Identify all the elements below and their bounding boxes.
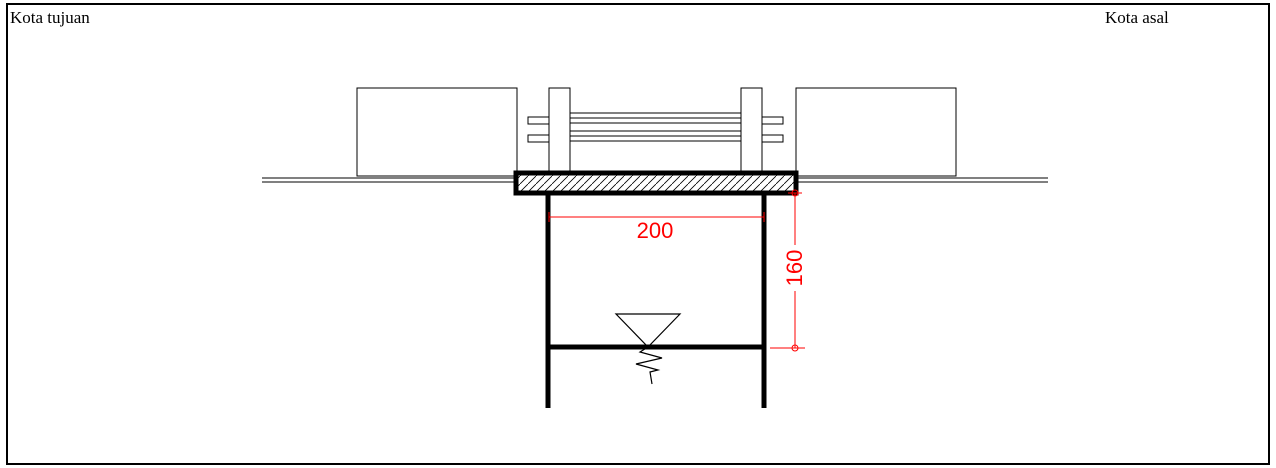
road-surface-left (262, 177, 515, 183)
side-block-right (795, 87, 957, 177)
width-dimension-label: 200 (637, 218, 674, 243)
railing-post-right (740, 87, 763, 173)
culvert-walls (545, 193, 767, 408)
drawing-frame (6, 3, 1270, 465)
railing-post-left (548, 87, 571, 173)
side-block-left (356, 87, 518, 177)
railing-bars (570, 112, 741, 142)
width-dimension-line (548, 212, 765, 222)
railing-bar-stubs (527, 116, 784, 143)
depth-label-mask (785, 245, 805, 291)
depth-dimension-label: 160 (782, 250, 807, 287)
water-level-symbol (614, 313, 682, 385)
deck-slab (513, 170, 799, 196)
origin-city-label: Kota asal (1105, 8, 1169, 27)
road-surface-right (797, 177, 1048, 183)
destination-city-label: Kota tujuan (10, 8, 90, 27)
